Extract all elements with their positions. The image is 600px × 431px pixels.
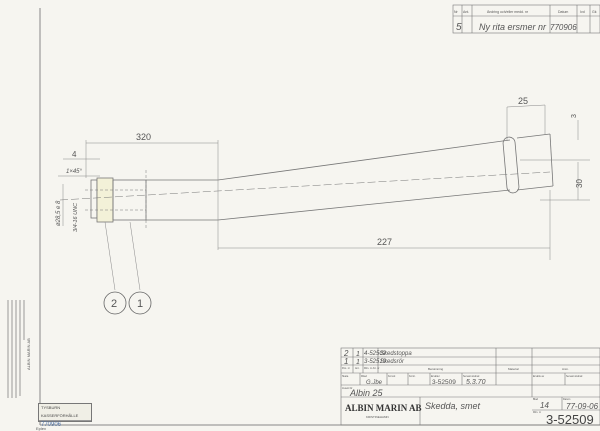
dim-bend-length: 227 <box>377 237 392 247</box>
label-check: Kontr. <box>409 375 416 378</box>
label-replaces: Ersätter <box>431 375 440 378</box>
company-logo: ALBIN MARIN AB <box>345 403 422 413</box>
rev-header-date: Datum <box>558 10 568 14</box>
corner-label: Eplex <box>36 426 46 431</box>
sheet-value: 14 <box>540 401 549 410</box>
rev-header-change: Ändring och/eller medd. nr <box>487 10 529 14</box>
dim-end-length: 25 <box>518 96 528 106</box>
label-constr: Konstr. <box>388 375 396 378</box>
drawing-number: 3-52509 <box>546 412 594 427</box>
header-art: Ritn. nr Art. nr <box>364 367 380 370</box>
header-name: Benämning <box>428 367 444 371</box>
dim-overall: 320 <box>136 132 151 142</box>
margin-notice-text <box>7 300 25 398</box>
rev-date: 770906 <box>550 23 577 32</box>
rev-header-gk: Gk <box>592 10 597 14</box>
part-pos: 1 <box>344 357 348 366</box>
rev-nr: 5 <box>456 22 462 33</box>
header-qty: Ant. <box>355 367 360 370</box>
part-name: Skedsrör <box>380 359 405 365</box>
label-drawn: Ritad <box>361 375 367 378</box>
dim-thread: 3/4-16 UNC <box>73 203 79 232</box>
header-pos: Pos. nr <box>342 367 350 370</box>
pipe-part <box>59 133 554 230</box>
stamp-value: 770906 <box>41 422 62 428</box>
dim-end-offset: 3 <box>571 114 578 118</box>
label-last-changed: Senast ändrad <box>463 375 480 378</box>
part-name: Skedstoppa <box>380 351 412 357</box>
last-changed-value: 5.3.70 <box>466 379 486 386</box>
balloon-1: 1 <box>128 291 152 315</box>
part-art: 4-52502 <box>364 351 387 357</box>
dim-chamfer: 1×45° <box>66 169 83 175</box>
header-material: Material <box>508 367 519 371</box>
rev-header-ivd: Ivd <box>580 10 585 14</box>
label-sheet: Blad <box>533 398 539 401</box>
replaces-value: 3-52509 <box>432 379 456 386</box>
label-last-changed-2: Senast ändrad <box>566 375 583 378</box>
part-art: 3-52510 <box>364 359 387 365</box>
dim-end-height: 30 <box>575 179 584 188</box>
label-drawing-no: Ritn. nr <box>533 411 541 414</box>
rev-text: Ny rita ersmer nr <box>479 22 547 32</box>
label-replaced-by: Ersätts av <box>533 375 545 378</box>
dim-shoulder: 4 <box>72 150 77 159</box>
drawing-title: Skedda, smet <box>425 401 481 411</box>
rev-header-ant: Ant. <box>463 10 469 14</box>
dim-diameter: ø28,5 e 8 <box>56 200 62 226</box>
stamp-label: TYSBURN KASSERFÖRHÅLLE <box>39 404 91 421</box>
balloon-2: 2 <box>103 291 127 315</box>
label-intended-for: Avsett för <box>342 387 353 390</box>
title-block-grid <box>340 347 600 426</box>
header-remark: Anm. <box>562 367 569 371</box>
label-scale: Skala <box>342 375 349 378</box>
balloon-2-label: 2 <box>111 298 117 310</box>
archive-stamp: TYSBURN KASSERFÖRHÅLLE 770906 <box>38 403 92 428</box>
margin-company: ALBIN MARIN AB <box>26 338 31 370</box>
part-pos: 2 <box>343 349 349 358</box>
dimension-lines <box>58 104 590 291</box>
rev-header-nr: Nr <box>454 10 459 14</box>
drawn-by: G.Jbe <box>366 380 383 386</box>
intended-for: Albin 25 <box>349 388 384 398</box>
part-qty: 1 <box>356 351 360 358</box>
company-city: KRISTINEHAMN <box>366 415 389 419</box>
part-qty: 1 <box>356 359 360 366</box>
balloon-1-label: 1 <box>137 298 143 310</box>
label-date: Datum <box>563 398 570 401</box>
revision-table <box>452 4 600 34</box>
date-value: 77-09-06 <box>566 402 599 411</box>
